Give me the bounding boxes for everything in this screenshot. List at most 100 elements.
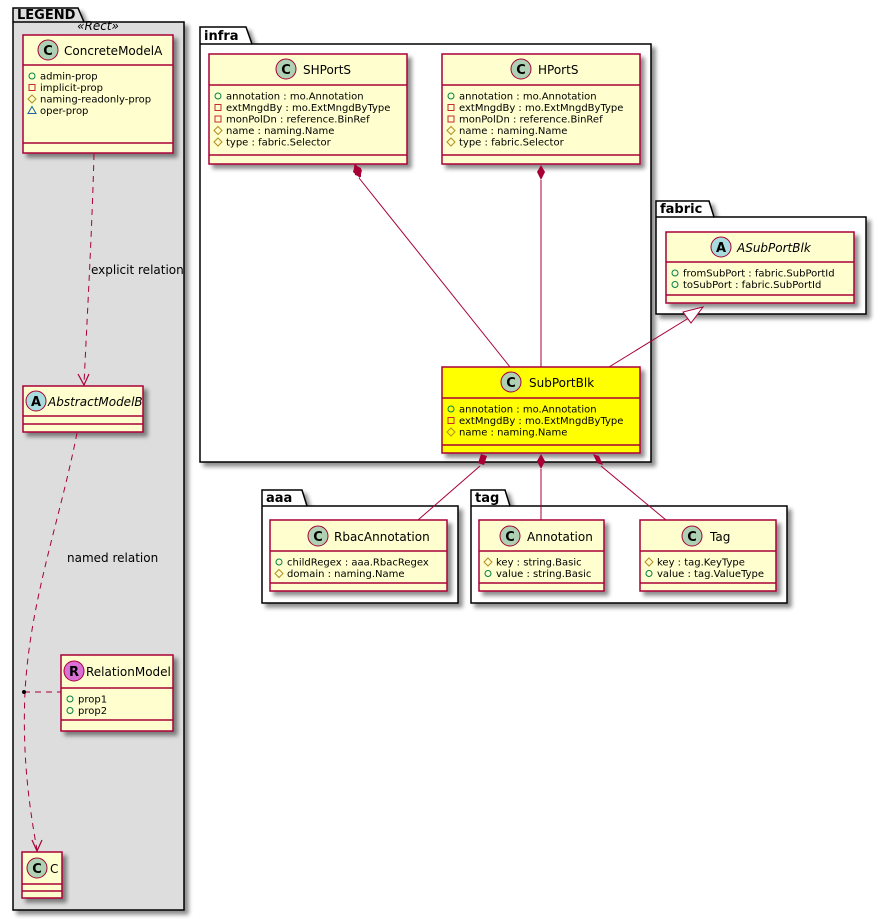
attribute-row: value : tag.ValueType — [645, 569, 764, 580]
attribute-row: key : tag.KeyType — [644, 557, 745, 569]
edge-subportblk-tag — [593, 454, 667, 521]
class-subportblk[interactable]: C SubPortBlk annotation : mo.Annotatione… — [441, 366, 641, 454]
public-visibility-icon — [645, 570, 653, 577]
svg-text:R: R — [69, 665, 79, 680]
class-circle-icon: C — [510, 58, 532, 80]
aaa-package-label: aaa — [266, 491, 292, 506]
attribute-row: oper-prop — [27, 105, 88, 117]
svg-text:C: C — [506, 376, 516, 391]
legend-package-label: LEGEND — [17, 8, 76, 23]
attribute-text: prop2 — [78, 706, 107, 717]
abstract-circle-icon: A — [710, 236, 732, 258]
public-visibility-icon — [66, 707, 74, 714]
class-name: ASubPortBlk — [736, 241, 812, 255]
class-name: Annotation — [527, 530, 593, 544]
relation-circle-icon: R — [63, 660, 85, 682]
attribute-text: type : fabric.Selector — [226, 138, 332, 149]
tag-package-label: tag — [475, 491, 499, 506]
attribute-text: childRegex : aaa.RbacRegex — [287, 558, 429, 569]
private-visibility-icon — [214, 104, 222, 111]
package-visibility-icon — [27, 105, 37, 114]
public-visibility-icon — [275, 558, 283, 566]
attribute-text: toSubPort : fabric.SubPortId — [683, 280, 821, 291]
attribute-row: toSubPort : fabric.SubPortId — [671, 280, 821, 291]
attribute-row: implicit-prop — [28, 83, 103, 94]
attribute-text: name : naming.Name — [459, 126, 567, 137]
attribute-text: type : fabric.Selector — [459, 138, 565, 149]
svg-text:C: C — [281, 63, 291, 78]
public-visibility-icon — [671, 269, 679, 277]
protected-visibility-icon — [27, 94, 37, 104]
attribute-row: key : string.Basic — [483, 557, 582, 569]
class-circle-icon: C — [500, 371, 522, 393]
private-visibility-icon — [214, 115, 222, 123]
attribute-row: type : fabric.Selector — [213, 137, 332, 149]
attribute-row: annotation : mo.Annotation — [214, 92, 364, 103]
class-shports[interactable]: C SHPortS annotation : mo.AnnotationextM… — [208, 53, 408, 165]
attribute-text: annotation : mo.Annotation — [459, 405, 597, 416]
named-relation-edge — [22, 432, 78, 853]
attribute-row: type : fabric.Selector — [446, 137, 565, 149]
generalization-arrow-icon — [682, 306, 705, 324]
attribute-row: naming-readonly-prop — [27, 94, 151, 106]
class-name: AbstractModelB — [47, 395, 143, 409]
class-name: SHPortS — [303, 63, 351, 77]
class-c[interactable]: C C — [21, 851, 63, 899]
attribute-row: name : naming.Name — [446, 125, 567, 137]
composition-diamond-icon — [593, 454, 603, 465]
edge-subportblk-rbacannotation — [417, 454, 487, 521]
class-circle-icon: C — [37, 39, 59, 61]
class-name: RbacAnnotation — [334, 530, 430, 544]
public-visibility-icon — [447, 405, 455, 413]
class-circle-icon: C — [499, 525, 521, 547]
abstract-circle-icon: A — [25, 390, 47, 412]
attribute-text: fromSubPort : fabric.SubPortId — [683, 269, 835, 280]
attribute-row: extMngdBy : mo.ExtMngdByType — [447, 416, 623, 427]
protected-visibility-icon — [446, 427, 456, 437]
explicit-relation-label: explicit relation — [91, 263, 184, 277]
edge-subportblk-asubportblk — [608, 306, 705, 368]
attribute-text: naming-readonly-prop — [40, 95, 151, 106]
svg-text:C: C — [505, 530, 515, 545]
class-circle-icon: C — [275, 58, 297, 80]
attribute-row: prop1 — [66, 695, 107, 706]
class-hports[interactable]: C HPortS annotation : mo.AnnotationextMn… — [441, 53, 641, 165]
class-circle-icon: C — [681, 525, 703, 547]
class-abstract-model-b[interactable]: A AbstractModelB — [22, 385, 144, 433]
attribute-row: extMngdBy : mo.ExtMngdByType — [214, 103, 390, 114]
attribute-text: value : tag.ValueType — [657, 569, 764, 580]
class-asubportblk[interactable]: A ASubPortBlk fromSubPort : fabric.SubPo… — [665, 231, 855, 304]
class-concrete-model-a[interactable]: C ConcreteModelA admin-propimplicit-prop… — [22, 34, 174, 154]
attribute-text: key : tag.KeyType — [657, 558, 745, 569]
protected-visibility-icon — [446, 137, 456, 147]
public-visibility-icon — [671, 281, 679, 288]
attribute-row: name : naming.Name — [213, 125, 334, 137]
protected-visibility-icon — [274, 568, 284, 579]
public-visibility-icon — [484, 570, 492, 577]
attribute-text: prop1 — [78, 695, 107, 706]
class-rbacannotation[interactable]: C RbacAnnotation childRegex : aaa.RbacRe… — [269, 519, 448, 592]
attribute-row: domain : naming.Name — [274, 568, 405, 580]
svg-text:A: A — [31, 395, 41, 410]
fabric-package-label: fabric — [660, 202, 702, 217]
attr-list: fromSubPort : fabric.SubPortIdtoSubPort … — [671, 269, 835, 291]
attribute-row: name : naming.Name — [446, 427, 567, 439]
edge-hports-subportblk — [537, 165, 545, 367]
private-visibility-icon — [447, 104, 455, 111]
attribute-text: name : naming.Name — [459, 428, 567, 439]
attribute-text: name : naming.Name — [226, 126, 334, 137]
infra-package-label: infra — [204, 29, 239, 44]
svg-text:C: C — [43, 44, 53, 59]
attribute-row: value : string.Basic — [484, 569, 591, 580]
class-name: ConcreteModelA — [64, 44, 163, 58]
attribute-text: extMngdBy : mo.ExtMngdByType — [459, 416, 623, 427]
protected-visibility-icon — [213, 137, 223, 147]
